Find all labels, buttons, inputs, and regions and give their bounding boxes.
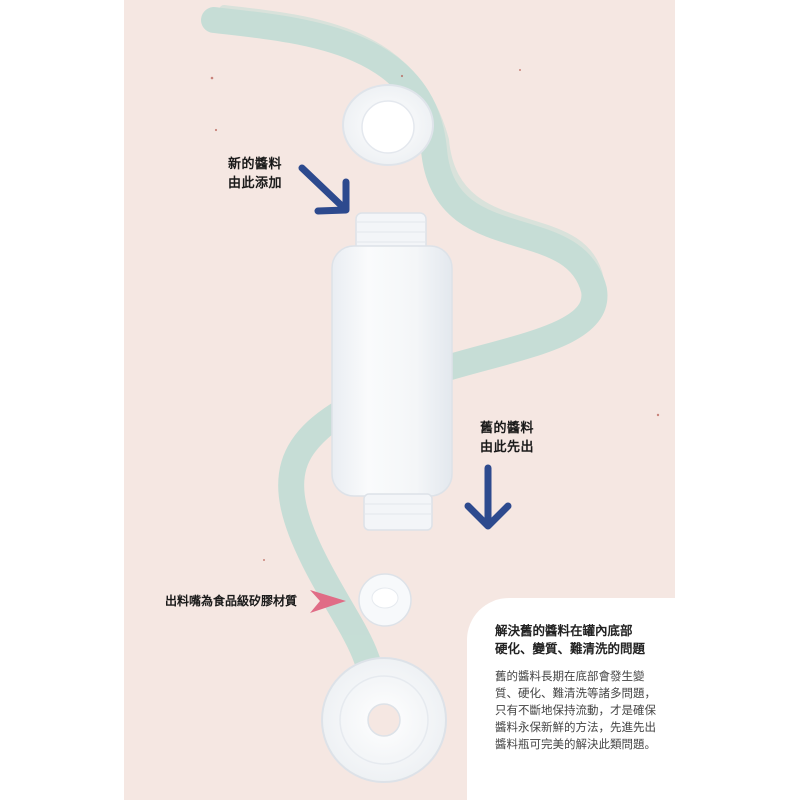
old-sauce-line2: 由此先出 [480, 440, 535, 455]
arrow-down-icon [464, 464, 512, 530]
new-sauce-label: 新的醬料 由此添加 [228, 155, 282, 193]
new-sauce-line2: 由此添加 [228, 176, 283, 191]
spout-label: 出料嘴為食品級矽膠材質 [165, 592, 297, 611]
top-cap [342, 84, 434, 166]
product-panel: 新的醬料 由此添加 舊的醬料 由此先出 出料嘴為食品級矽膠材質 解決舊的醬料在罐… [124, 0, 675, 800]
info-title-line1: 解決舊的醬料在罐內底部 [495, 623, 633, 638]
spout-text: 出料嘴為食品級矽膠材質 [165, 594, 298, 608]
old-sauce-label: 舊的醬料 由此先出 [480, 419, 534, 457]
info-title: 解決舊的醬料在罐內底部 硬化、變質、難清洗的問題 [495, 622, 675, 658]
info-card: 解決舊的醬料在罐內底部 硬化、變質、難清洗的問題 舊的醬料長期在底部會發生變質、… [467, 598, 675, 800]
old-sauce-line1: 舊的醬料 [480, 421, 535, 436]
arrow-down-right-icon [298, 164, 350, 215]
bottle-body [331, 212, 453, 531]
info-body: 舊的醬料長期在底部會發生變質、硬化、難清洗等諸多問題，只有不斷地保持流動，才是確… [495, 669, 656, 751]
bottom-base [321, 657, 447, 783]
arrow-right-icon [310, 590, 346, 613]
illustration [201, 5, 660, 783]
new-sauce-line1: 新的醬料 [228, 157, 283, 172]
silicone-spout [358, 573, 412, 627]
info-title-line2: 硬化、變質、難清洗的問題 [495, 641, 646, 656]
